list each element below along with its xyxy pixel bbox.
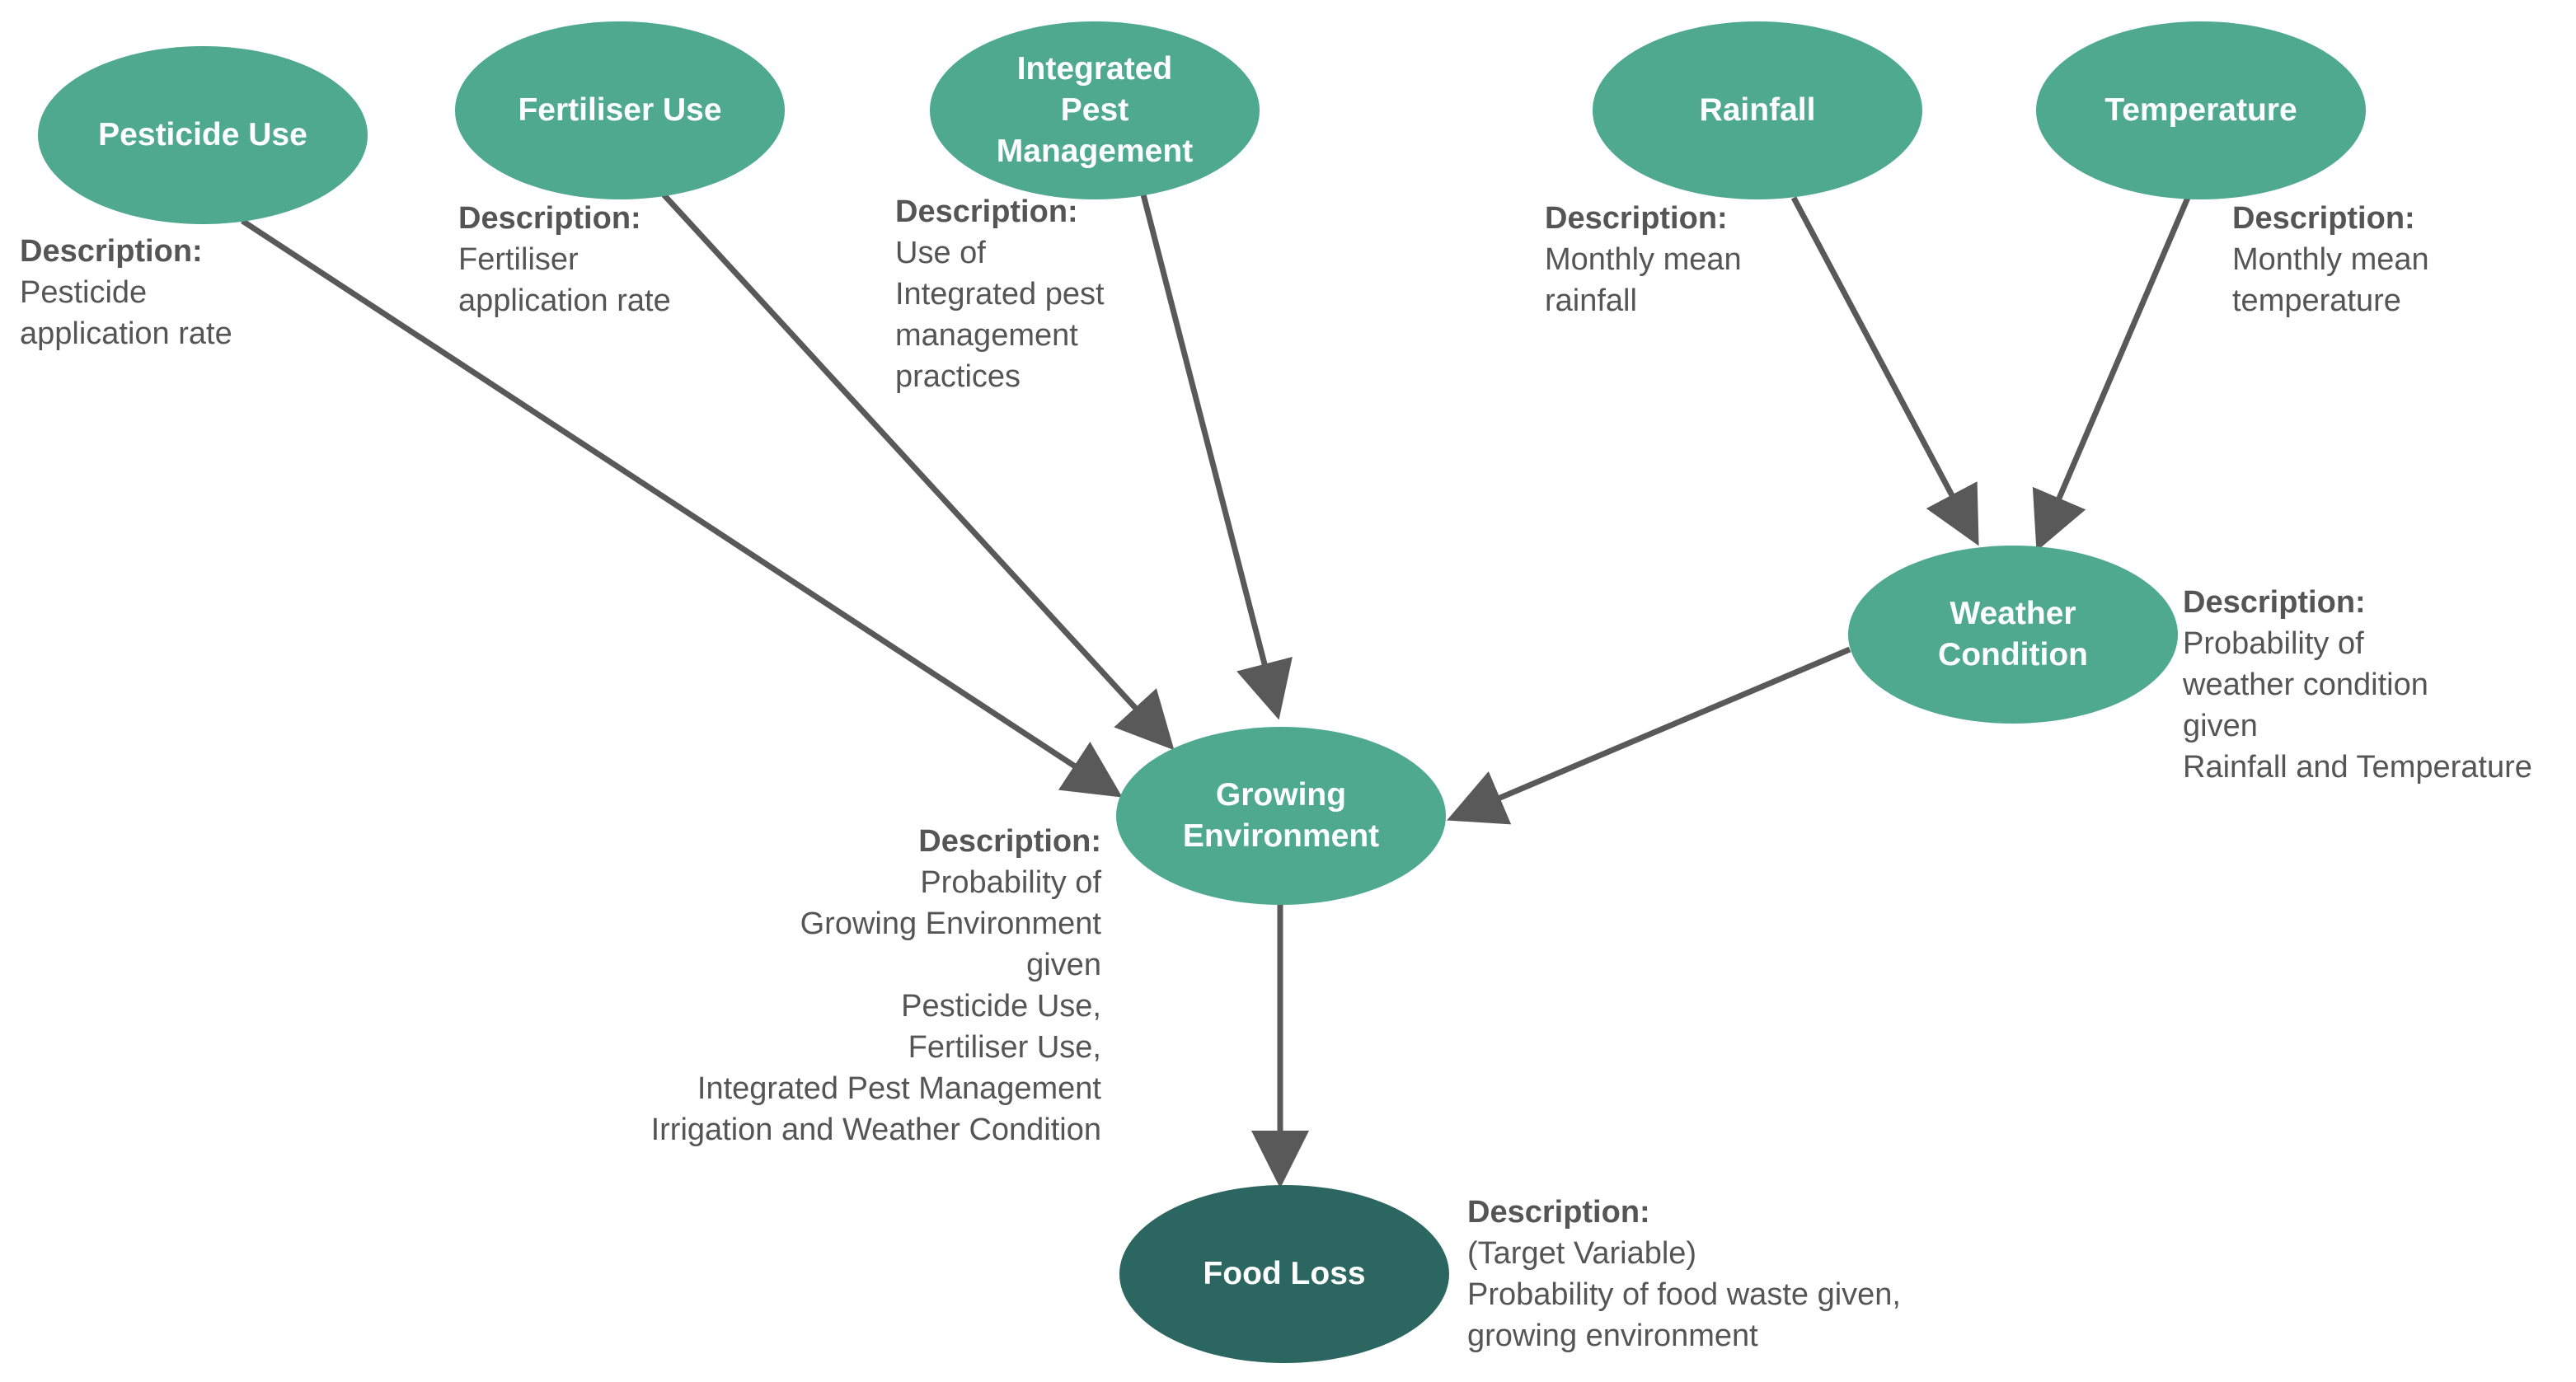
desc-ipm-text: Use of Integrated pest management practi… [895,236,1105,394]
node-food-loss: Food Loss [1119,1185,1449,1363]
desc-rainfall: Description: Monthly mean rainfall [1545,198,1742,321]
desc-weather-condition: Description: Probability of weather cond… [2183,582,2532,788]
node-rainfall: Rainfall [1593,21,1922,199]
edge-temperature-to-weather [2032,196,2191,551]
node-growing-environment: Growing Environment [1116,727,1446,905]
desc-heading: Description: [895,194,1078,229]
desc-food-loss-text: (Target Variable) Probability of food wa… [1467,1236,1901,1353]
desc-heading: Description: [1467,1195,1650,1230]
desc-rainfall-text: Monthly mean rainfall [1545,242,1742,318]
desc-heading: Description: [918,824,1101,859]
desc-pesticide-use-text: Pesticide application rate [20,275,232,351]
edge-rainfall-to-weather [1790,196,1979,546]
desc-heading: Description: [1545,201,1728,236]
node-temperature: Temperature [2036,21,2366,199]
node-integrated-pest-management: Integrated Pest Management [930,21,1260,199]
node-weather-condition-label: Weather Condition [1938,596,2088,672]
desc-growing-environment-text: Probability of Growing Environment given… [650,865,1101,1147]
node-pesticide-use: Pesticide Use [38,46,368,224]
desc-pesticide-use: Description: Pesticide application rate [20,231,232,354]
desc-heading: Description: [20,234,203,269]
desc-growing-environment: Description: Probability of Growing Envi… [577,821,1101,1150]
desc-ipm: Description: Use of Integrated pest mana… [895,191,1105,397]
desc-weather-condition-text: Probability of weather condition given R… [2183,626,2532,785]
edge-pesticide-to-growing [241,218,1123,798]
desc-fertiliser-use-text: Fertiliser application rate [458,242,671,318]
node-temperature-label: Temperature [2104,92,2297,128]
node-fertiliser-use: Fertiliser Use [455,21,785,199]
node-weather-condition: Weather Condition [1848,546,2178,724]
node-ipm-label: Integrated Pest Management [996,51,1194,169]
node-pesticide-use-label: Pesticide Use [98,117,307,152]
node-fertiliser-use-label: Fertiliser Use [518,92,722,128]
desc-fertiliser-use: Description: Fertiliser application rate [458,198,671,321]
desc-heading: Description: [2232,201,2415,236]
node-food-loss-label: Food Loss [1203,1256,1366,1291]
desc-heading: Description: [2183,585,2366,620]
desc-temperature-text: Monthly mean temperature [2232,242,2429,318]
edge-weather-to-growing [1447,646,1851,825]
desc-heading: Description: [458,201,641,236]
desc-temperature: Description: Monthly mean temperature [2232,198,2429,321]
node-rainfall-label: Rainfall [1699,92,1816,128]
node-growing-environment-label: Growing Environment [1182,777,1380,854]
desc-food-loss: Description: (Target Variable) Probabili… [1467,1192,1901,1356]
edge-fertiliser-to-growing [661,192,1175,751]
edge-ipm-to-growing [1140,194,1293,720]
